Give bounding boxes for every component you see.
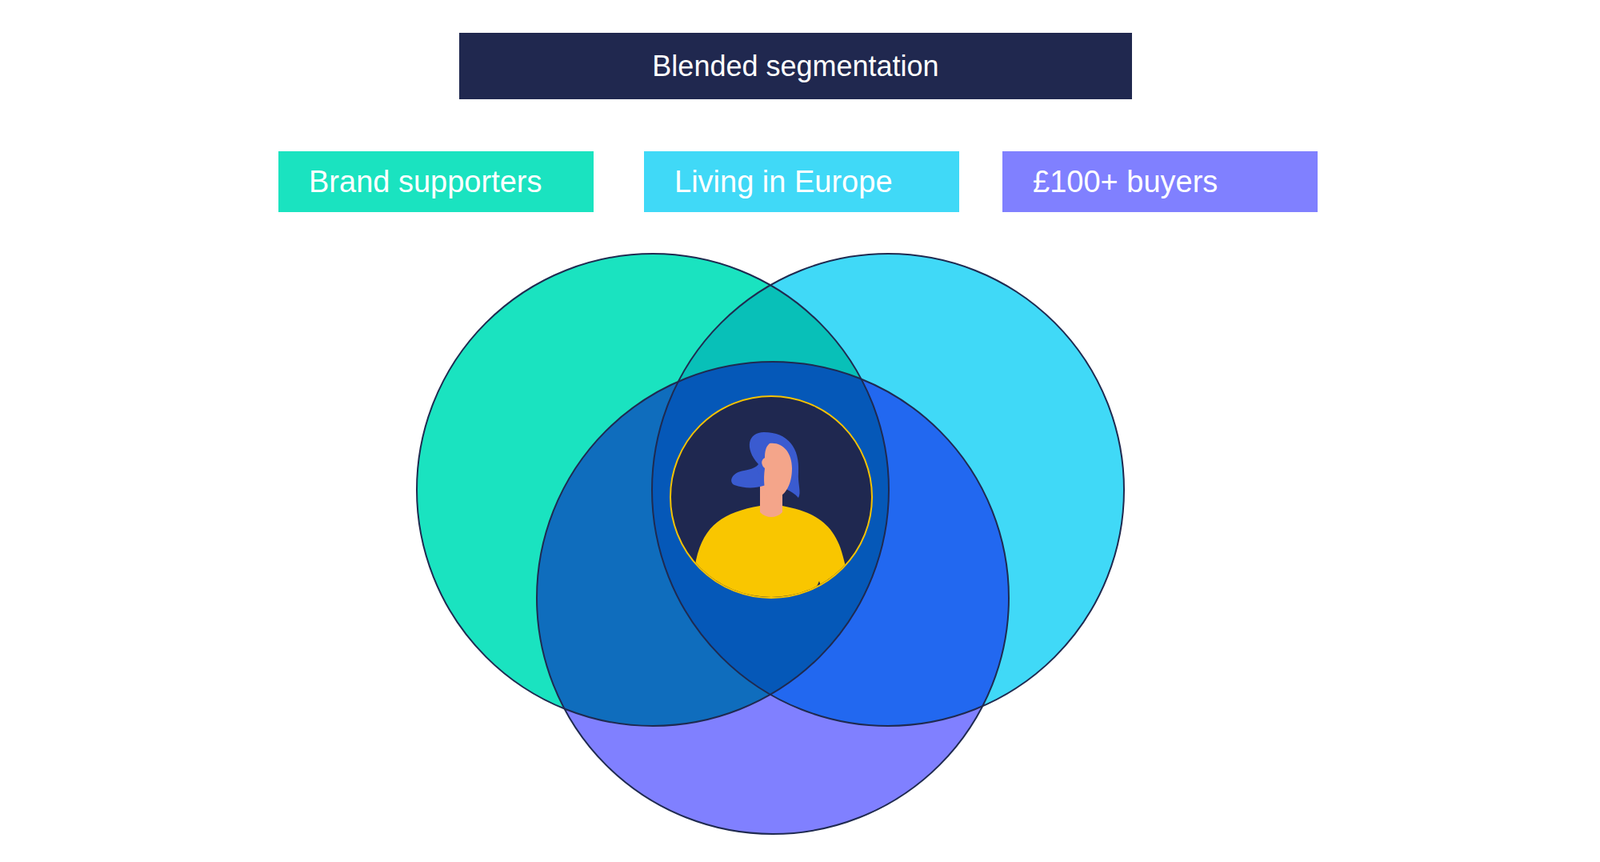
- segment-box: £100+ buyers: [1002, 151, 1318, 212]
- venn-outline: [652, 253, 1124, 726]
- venn-overlap: [536, 361, 1009, 834]
- segment-box: Living in Europe: [644, 151, 960, 212]
- segment-label: Living in Europe: [674, 164, 893, 200]
- person-figure: [688, 432, 856, 608]
- venn-circle: [536, 361, 1009, 834]
- portrait-ring: [670, 396, 872, 598]
- venn-overlap: [536, 361, 1009, 834]
- title-text: Blended segmentation: [652, 49, 939, 84]
- segment-label: Brand supporters: [308, 164, 543, 200]
- venn-overlap: [536, 361, 1009, 834]
- title-banner: Blended segmentation: [459, 32, 1132, 100]
- venn-outline: [536, 361, 1009, 834]
- segment-label: £100+ buyers: [1032, 164, 1218, 200]
- segment-box: Brand supporters: [278, 151, 594, 212]
